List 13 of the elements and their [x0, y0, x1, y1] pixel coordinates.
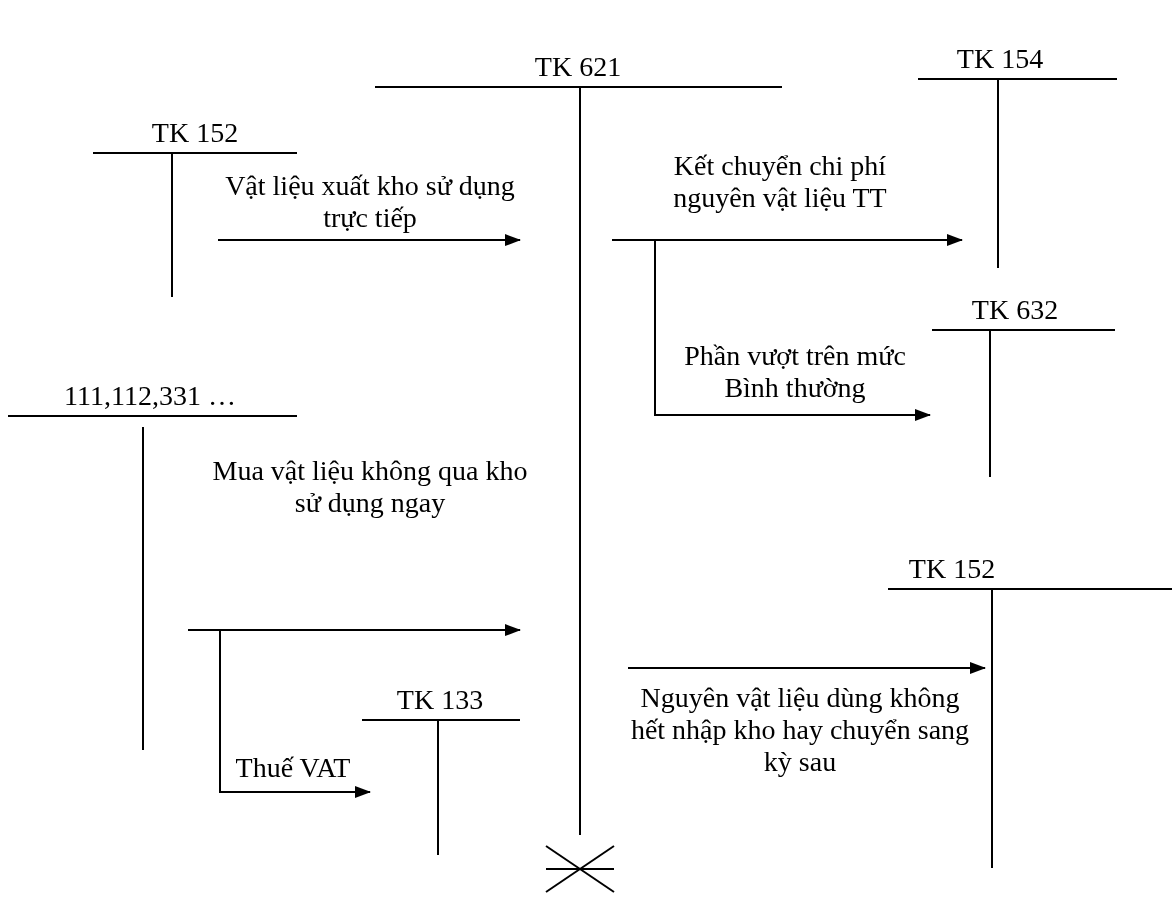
arrow [187, 624, 521, 636]
account-title: TK 152 [151, 117, 239, 149]
arrow [611, 234, 963, 246]
account-title: TK 154 [956, 43, 1044, 75]
account-title: TK 133 [396, 684, 484, 716]
arrow [627, 662, 986, 674]
arrow [217, 234, 521, 246]
account-title: TK 152 [908, 553, 996, 585]
account-title: TK 621 [534, 51, 622, 83]
arrow [219, 629, 371, 798]
arrow [654, 239, 931, 421]
account-title: 111,112,331 … [64, 380, 236, 412]
account-title: TK 632 [971, 294, 1059, 326]
